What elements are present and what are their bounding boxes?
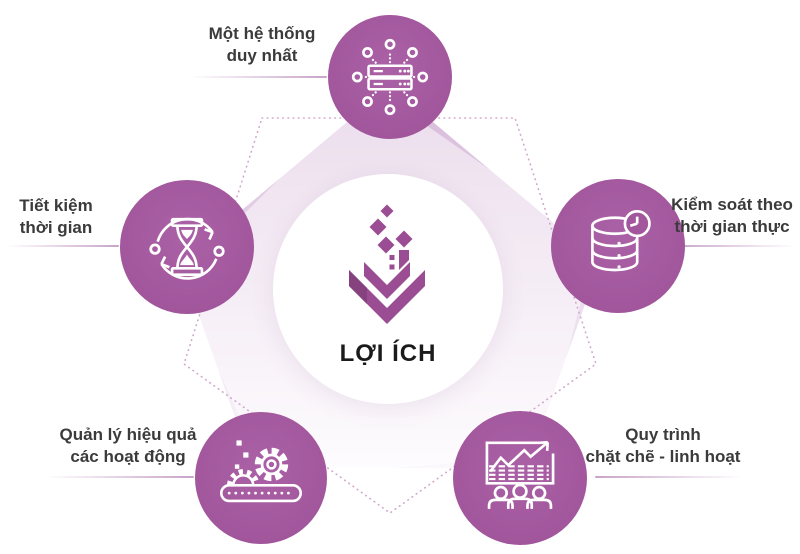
center-title: LỢI ÍCH bbox=[339, 340, 437, 367]
label-line: Một hệ thống bbox=[208, 24, 316, 43]
node-realtime-control bbox=[551, 179, 685, 313]
hourglass-cycle-icon bbox=[149, 217, 225, 280]
divider-left bbox=[6, 245, 119, 247]
divider-bottom-right bbox=[595, 476, 743, 478]
divider-bottom-left bbox=[45, 476, 194, 478]
database-clock-icon bbox=[591, 210, 651, 272]
node-single-system bbox=[328, 15, 452, 139]
label-line: Quản lý hiệu quả bbox=[59, 425, 197, 444]
divider-right bbox=[672, 245, 795, 247]
node-flexible-process bbox=[453, 411, 587, 545]
label-line: các hoạt động bbox=[70, 447, 186, 466]
chart-people-icon bbox=[485, 440, 555, 509]
gear-conveyor-icon bbox=[220, 440, 302, 503]
label-save-time: Tiết kiệm thời gian bbox=[0, 195, 112, 239]
node-save-time bbox=[120, 180, 254, 314]
label-single-system: Một hệ thống duy nhất bbox=[162, 23, 362, 67]
label-manage-activities: Quản lý hiệu quả các hoạt động bbox=[28, 424, 228, 468]
label-line: Kiểm soát theo bbox=[671, 195, 793, 214]
label-realtime-control: Kiểm soát theo thời gian thực bbox=[652, 194, 800, 238]
label-line: thời gian thực bbox=[674, 217, 790, 236]
center-benefits-circle: LỢI ÍCH bbox=[273, 174, 503, 404]
label-line: Tiết kiệm bbox=[19, 196, 93, 215]
node-manage-activities bbox=[195, 412, 327, 544]
label-line: Quy trình bbox=[625, 425, 701, 444]
server-network-icon bbox=[351, 38, 429, 116]
label-line: chặt chẽ - linh hoạt bbox=[585, 447, 741, 466]
label-flexible-process: Quy trình chặt chẽ - linh hoạt bbox=[563, 424, 763, 468]
brand-diamond-logo bbox=[349, 204, 425, 324]
divider-top bbox=[190, 76, 327, 78]
label-line: thời gian bbox=[19, 218, 93, 237]
label-line: duy nhất bbox=[226, 46, 298, 65]
